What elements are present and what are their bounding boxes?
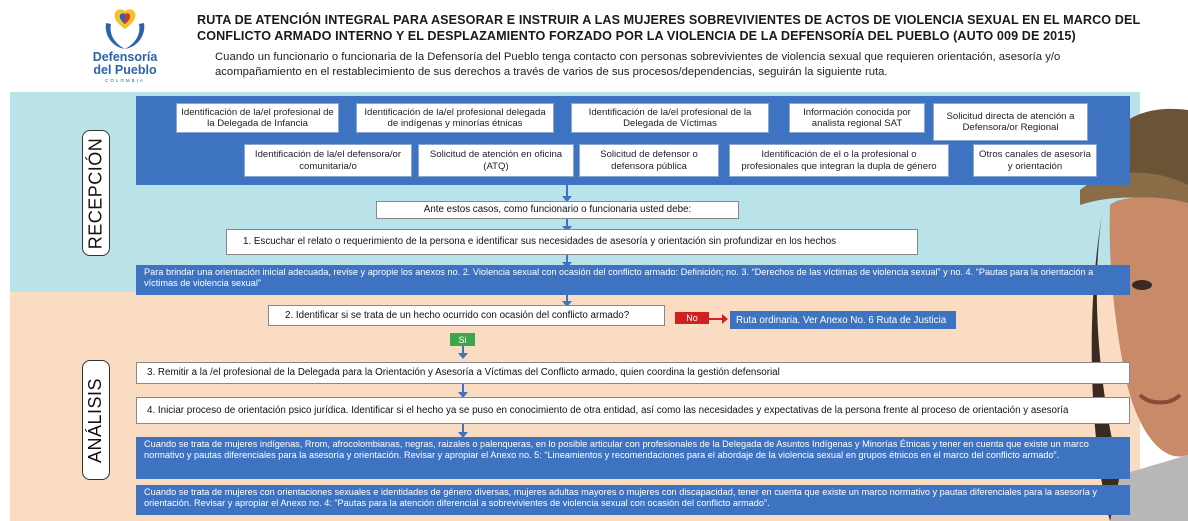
source-box: Identificación de la/el profesional dele… xyxy=(356,103,554,133)
intro-step-box: Ante estos casos, como funcionario o fun… xyxy=(376,201,739,219)
stage-label-analisis-text: ANÁLISIS xyxy=(85,377,106,463)
source-box: Información conocida por analista region… xyxy=(789,103,925,133)
source-box: Solicitud directa de atención a Defensor… xyxy=(933,103,1088,141)
no-tag: No xyxy=(675,312,709,324)
diversas-note: Cuando se trata de mujeres con orientaci… xyxy=(136,485,1130,515)
logo-name-line2: del Pueblo xyxy=(93,63,157,77)
stage-label-analisis: ANÁLISIS xyxy=(82,360,110,480)
intro-text: Cuando un funcionario o funcionaria de l… xyxy=(215,51,1061,78)
recepcion-annex-note: Para brindar una orientación inicial ade… xyxy=(136,265,1130,295)
no-branch-arrow xyxy=(709,314,728,324)
flow-arrow xyxy=(458,384,468,398)
flow-arrow xyxy=(562,185,572,202)
page-title: RUTA DE ATENCIÓN INTEGRAL PARA ASESORAR … xyxy=(197,13,1141,43)
source-box: Identificación de el o la profesional o … xyxy=(729,144,949,177)
source-box: Identificación de la/el profesional de l… xyxy=(176,103,339,133)
etnicos-note: Cuando se trata de mujeres indígenas, Rr… xyxy=(136,437,1130,479)
hands-heart-icon xyxy=(105,9,145,49)
step-2-box: 2. Identificar si se trata de un hecho o… xyxy=(268,305,665,326)
flow-arrow xyxy=(458,424,468,438)
stage-label-recepcion-text: RECEPCIÓN xyxy=(85,137,106,249)
step-4-box: 4. Iniciar proceso de orientación psico … xyxy=(136,397,1130,424)
flow-arrow xyxy=(562,219,572,232)
stage-label-recepcion: RECEPCIÓN xyxy=(82,130,110,256)
source-box: Otros canales de asesoría y orientación xyxy=(973,144,1097,177)
flow-arrow xyxy=(562,255,572,268)
defensoria-logo: Defensoría del Pueblo COLOMBIA xyxy=(80,5,170,91)
si-tag: Si xyxy=(450,333,475,346)
logo-country: COLOMBIA xyxy=(105,78,145,83)
flow-arrow xyxy=(562,295,572,307)
ruta-ordinaria-box: Ruta ordinaria. Ver Anexo No. 6 Ruta de … xyxy=(730,311,956,329)
step-1-box: 1. Escuchar el relato o requerimiento de… xyxy=(226,229,918,255)
source-box: Solicitud de defensor o defensora públic… xyxy=(579,144,719,177)
flow-arrow xyxy=(458,346,468,359)
step-3-box: 3. Remitir a la /el profesional de la De… xyxy=(136,362,1130,384)
source-box: Solicitud de atención en oficina (ATQ) xyxy=(418,144,574,177)
source-box: Identificación de la/el defensora/or com… xyxy=(244,144,412,177)
logo-name-line1: Defensoría xyxy=(92,50,158,64)
source-box: Identificación de la/el profesional de l… xyxy=(571,103,769,133)
